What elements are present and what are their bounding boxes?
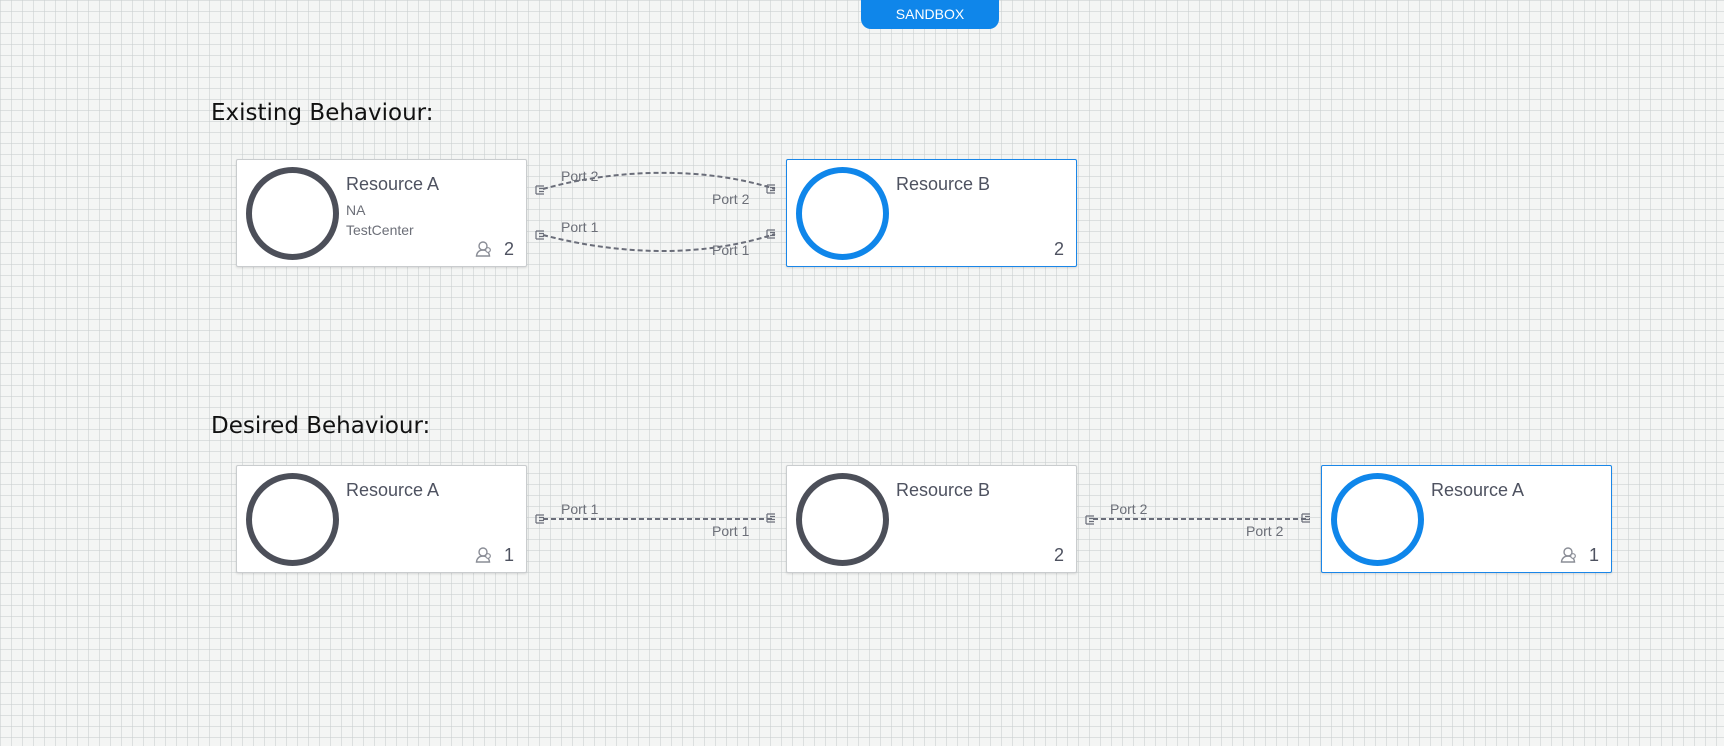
resource-count: 1 (1588, 545, 1599, 565)
resource-detail-2: TestCenter (346, 222, 414, 238)
existing-behaviour-title: Existing Behaviour: (211, 100, 434, 126)
resource-name: Resource A (1431, 480, 1525, 500)
desired-behaviour-title: Desired Behaviour: (211, 413, 431, 439)
connector-icon (535, 185, 545, 195)
connector-icon (535, 514, 545, 524)
resource-count: 2 (503, 239, 514, 259)
resource-name: Resource B (896, 174, 991, 194)
resource-card-desired-a2[interactable]: Resource A 1 (1321, 465, 1612, 573)
resource-card-existing-a[interactable]: Resource A NA TestCenter 2 (236, 159, 527, 267)
connector-icon (535, 230, 545, 240)
user-icon (475, 547, 491, 563)
link-source-label: Port 2 (1110, 501, 1148, 517)
resource-name: Resource A (346, 174, 440, 194)
link-target-label: Port 2 (1246, 523, 1284, 539)
user-icon (1560, 547, 1576, 563)
link-target-label: Port 1 (712, 242, 750, 258)
resource-circle-icon (1331, 473, 1424, 566)
resource-count: 1 (503, 545, 514, 565)
link-target-label: Port 1 (712, 523, 750, 539)
link-target-label: Port 2 (712, 191, 750, 207)
link-source-label: Port 2 (561, 168, 599, 184)
resource-circle-icon (796, 473, 889, 566)
resource-card-desired-b[interactable]: Resource B 2 (786, 465, 1077, 573)
resource-card-desired-a1[interactable]: Resource A 1 (236, 465, 527, 573)
resource-count: 2 (1053, 239, 1064, 259)
resource-circle-icon (246, 167, 339, 260)
user-icon (475, 241, 491, 257)
resource-circle-icon (246, 473, 339, 566)
link-existing-port2[interactable] (542, 171, 776, 190)
link-source-label: Port 1 (561, 219, 599, 235)
resource-card-existing-b[interactable]: Resource B 2 (786, 159, 1077, 267)
resource-count: 2 (1053, 545, 1064, 565)
resource-circle-icon (796, 167, 889, 260)
sandbox-tab[interactable]: SANDBOX (861, 0, 999, 29)
link-source-label: Port 1 (561, 501, 599, 517)
resource-name: Resource B (896, 480, 991, 500)
resource-name: Resource A (346, 480, 440, 500)
resource-detail-1: NA (346, 202, 366, 218)
connector-icon (1085, 515, 1095, 525)
